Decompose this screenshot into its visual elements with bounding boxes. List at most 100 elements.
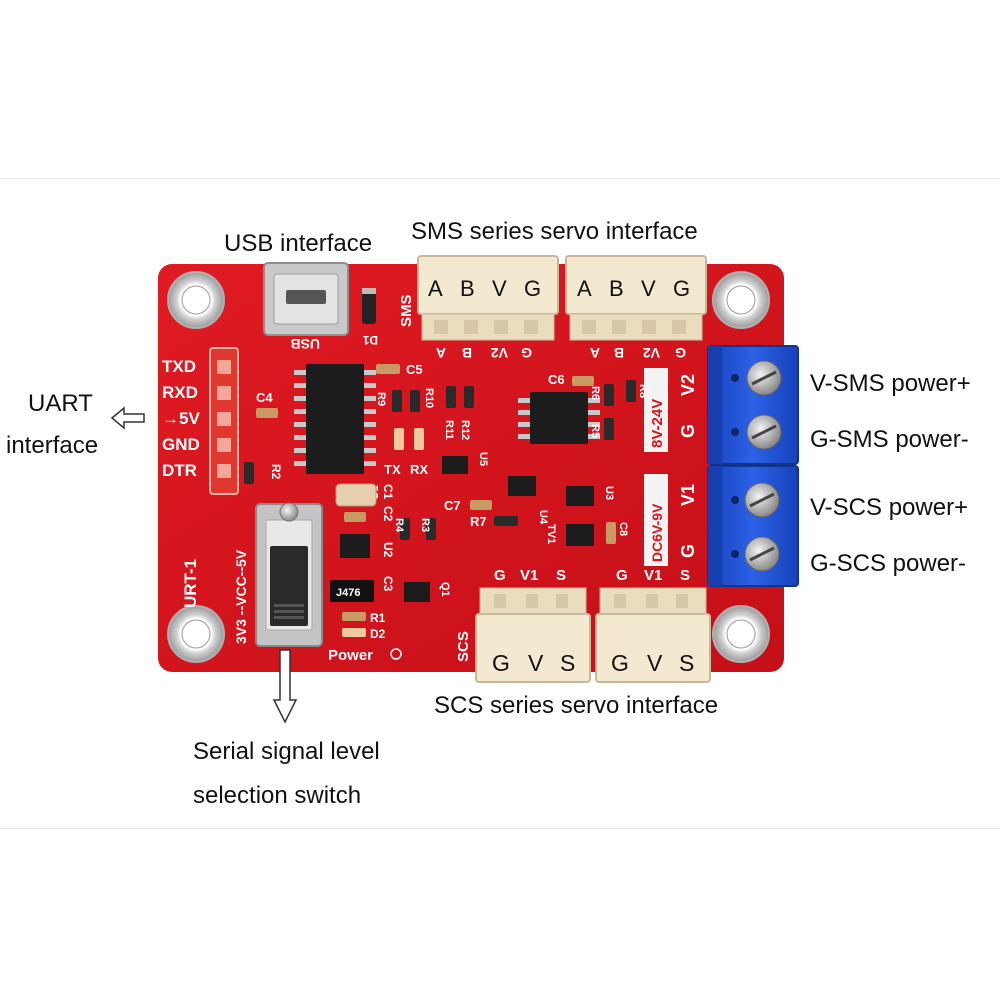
scs2-silk-v1: V1 (644, 567, 662, 584)
sms2-pin-a: A (577, 276, 592, 301)
usb-silk-label: USB (290, 336, 320, 352)
sms-side-label: SMS (398, 294, 415, 327)
c2-label: C2 (381, 506, 395, 522)
q1-part (404, 582, 430, 602)
u4-chip (508, 476, 536, 496)
r6-label: R6 (589, 386, 601, 400)
uart-arrow-icon (110, 406, 145, 430)
level-select-switch[interactable] (255, 502, 323, 647)
scs-power-terminal (707, 465, 799, 587)
r5-label: R5 (589, 424, 601, 438)
sms2-silk-v2: V2 (643, 345, 660, 361)
top-divider (0, 178, 1000, 179)
v-scs-power-label: V-SCS power+ (810, 494, 969, 521)
volt-sms-label: 8V-24V (649, 399, 666, 448)
uart-pin-txd: TXD (162, 357, 196, 376)
r7-label: R7 (470, 514, 487, 529)
sms2-pin-g: G (673, 276, 690, 301)
scs1-silk-s: S (556, 567, 566, 584)
v-sms-power-label: V-SMS power+ (810, 370, 971, 397)
switch-label-line1: Serial signal level (193, 738, 380, 765)
uart-label-line2: interface (6, 432, 99, 459)
c5-label: C5 (406, 362, 423, 377)
uart-pin-dtr: DTR (162, 461, 197, 480)
scs-connector-1 (475, 587, 591, 683)
bottom-divider (0, 828, 1000, 829)
u3-chip (518, 392, 600, 444)
g-scs-power-label: G-SCS power- (810, 550, 967, 577)
scs1-pin-v: V (528, 650, 544, 676)
r12-label: R12 (459, 420, 471, 440)
d1-diode (362, 288, 376, 324)
u5-label: U5 (477, 452, 489, 466)
uart-label-line1: UART (28, 390, 93, 417)
d2-label: D2 (370, 627, 386, 641)
switch-label-line2: selection switch (193, 782, 362, 809)
tx-label: TX (384, 462, 401, 477)
sms1-silk-b: B (462, 345, 472, 361)
rx-label: RX (410, 462, 428, 477)
scs1-pin-g: G (492, 650, 510, 676)
uart-header (209, 347, 239, 495)
d1-label: D1 (362, 333, 378, 347)
u3-label: U3 (603, 486, 615, 500)
r3-label: R3 (419, 518, 431, 532)
scs-servo-interface-label: SCS series servo interface (434, 692, 719, 719)
c1-label: C1 (381, 484, 395, 500)
sms1-silk-v2: V2 (491, 345, 508, 361)
usb-interface-label: USB interface (224, 230, 373, 257)
uart-pin-5v: →5V (162, 409, 200, 428)
tv1-label: TV1 (545, 524, 557, 544)
model-label: URT-1 (181, 559, 200, 608)
u3-small-chip (566, 486, 594, 506)
r2-label: R2 (269, 464, 283, 480)
sms2-pin-b: B (609, 276, 624, 301)
scs1-pin-s: S (560, 650, 575, 676)
power-label: Power (328, 647, 373, 664)
uart-pin-gnd: GND (162, 435, 200, 454)
g-silk-sms: G (678, 424, 698, 438)
c7-label: C7 (444, 498, 461, 513)
r9-label: R9 (375, 392, 387, 406)
sms-connector-2 (565, 255, 707, 341)
scs1-silk-v1: V1 (520, 567, 538, 584)
v2-silk: V2 (678, 374, 698, 396)
r1-label: R1 (370, 611, 386, 625)
scs-connector-2 (595, 587, 711, 683)
c6-label: C6 (548, 372, 565, 387)
scs2-pin-g: G (611, 650, 629, 676)
u5-chip (442, 456, 468, 474)
u2-chip (340, 534, 370, 558)
sms1-silk-g: G (521, 345, 532, 361)
r4-label: R4 (393, 518, 405, 533)
sms2-pin-v: V (641, 276, 656, 301)
sms2-silk-b: B (614, 345, 624, 361)
switch-silk-label: 3V3 --VCC--5V (233, 549, 249, 644)
sms1-pin-b: B (460, 276, 475, 301)
q1-label: Q1 (439, 582, 451, 597)
mounting-holes (167, 271, 770, 663)
u2-label: U2 (381, 542, 395, 558)
g-sms-power-label: G-SMS power- (810, 426, 969, 453)
scs2-silk-g: G (616, 567, 628, 584)
j476-capacitor (330, 580, 374, 602)
sms2-silk-g: G (675, 345, 686, 361)
sms1-pin-v: V (492, 276, 507, 301)
u1-chip (294, 364, 376, 474)
scs2-pin-s: S (679, 650, 694, 676)
sms2-silk-a: A (590, 345, 600, 361)
scs2-pin-v: V (647, 650, 663, 676)
v1-silk: V1 (678, 484, 698, 506)
scs2-silk-s: S (680, 567, 690, 584)
j476-label: J476 (336, 587, 360, 599)
sms1-silk-a: A (436, 345, 446, 361)
scs1-silk-g: G (494, 567, 506, 584)
switch-arrow-icon (272, 649, 298, 724)
u4-label: U4 (537, 510, 549, 525)
sms-connector-1 (417, 255, 559, 341)
sms1-pin-g: G (524, 276, 541, 301)
scs-side-label: SCS (455, 631, 472, 662)
sms1-pin-a: A (428, 276, 443, 301)
uart-pin-rxd: RXD (162, 383, 198, 402)
